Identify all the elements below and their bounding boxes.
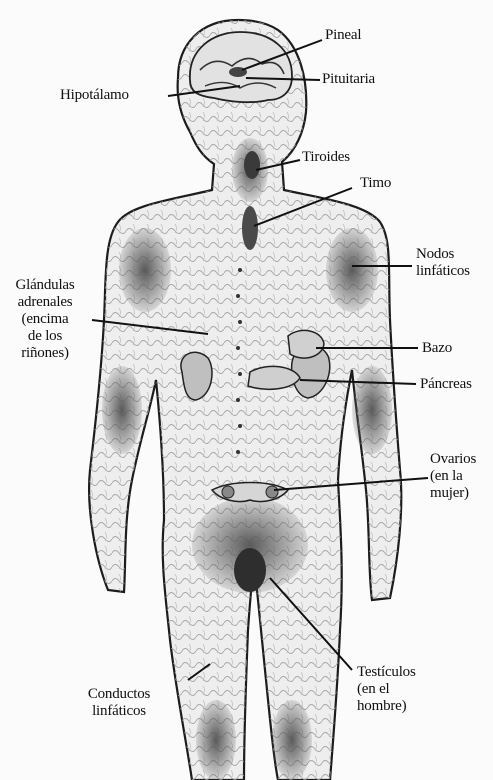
label-timo: Timo: [360, 175, 391, 192]
label-glandulas-adrenales: Glándulas adrenales (encima de los riñon…: [2, 277, 88, 362]
label-conductos-linfaticos: Conductos linfáticos: [64, 686, 174, 720]
label-pituitaria: Pituitaria: [322, 71, 375, 88]
spleen: [288, 330, 324, 358]
label-pineal: Pineal: [325, 27, 361, 44]
label-bazo: Bazo: [422, 340, 452, 357]
label-hipotalamo: Hipotálamo: [60, 87, 129, 104]
label-pancreas: Páncreas: [420, 376, 472, 393]
label-ovarios: Ovarios (en la mujer): [430, 451, 476, 502]
label-tiroides: Tiroides: [302, 149, 350, 166]
label-nodos-linfaticos: Nodos linfáticos: [416, 246, 470, 280]
label-testiculos: Testículos (en el hombre): [357, 664, 416, 715]
